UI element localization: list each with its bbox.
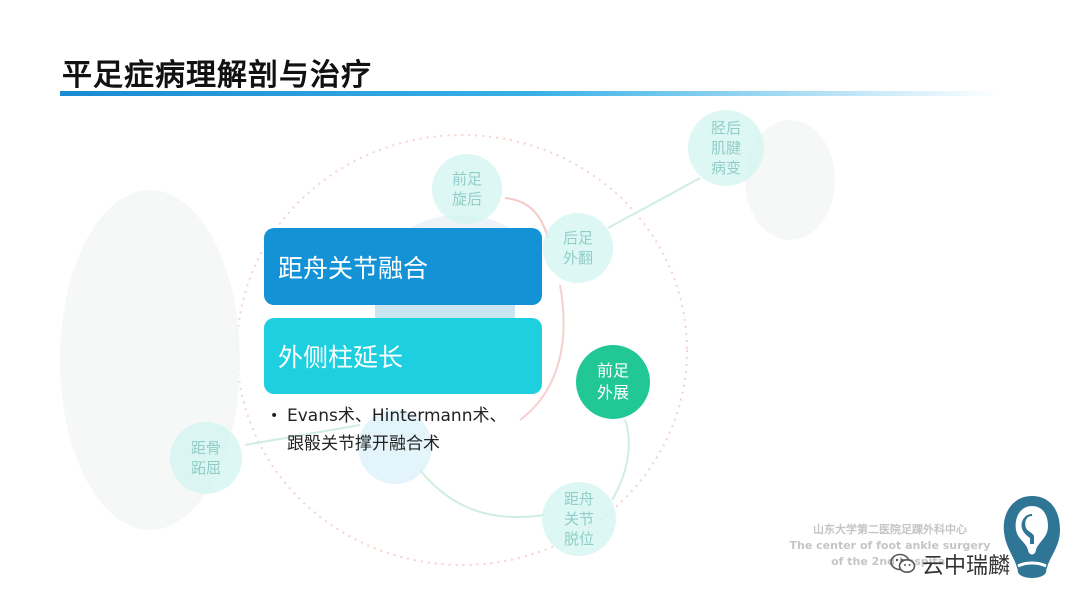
card-talonavicular-fusion: 距舟关节融合 — [264, 228, 542, 305]
footer-institution: 山东大学第二医院足踝外科中心 The center of foot ankle … — [780, 522, 1000, 570]
card-lateral-column-lengthening: 外侧柱延长 — [264, 318, 542, 394]
wechat-icon — [890, 553, 916, 573]
footer-line-2: The center of foot ankle surgery — [789, 539, 991, 552]
slide-title: 平足症病理解剖与治疗 — [62, 58, 372, 93]
node-forefoot-abduction: 前足 外展 — [576, 345, 650, 419]
bullet-line-1: Evans术、Hintermann术、 — [287, 406, 507, 426]
node-tibialis-posterior: 胫后 肌腱 病变 — [688, 110, 764, 186]
bullet-dot: • — [270, 408, 279, 424]
hospital-logo-icon — [1003, 496, 1060, 578]
card-peek-band — [375, 305, 515, 318]
footer-line-1: 山东大学第二医院足踝外科中心 — [813, 523, 967, 536]
node-hindfoot-valgus: 后足 外翻 — [543, 213, 613, 283]
wechat-account-name: 云中瑞麟 — [922, 554, 1011, 579]
bullet-line-2: 跟骰关节撑开融合术 — [287, 434, 440, 454]
node-center-faded — [358, 410, 432, 484]
node-talus-plantarflex: 距骨 跖屈 — [170, 422, 242, 494]
footer-line-3: of the 2nd hospital — [831, 555, 949, 568]
node-talonavicular: 距舟 关节 脱位 — [542, 482, 616, 556]
wechat-watermark: 云中瑞麟 — [890, 548, 1010, 580]
bullet-procedures: • Evans术、Hintermann术、 跟骰关节撑开融合术 — [270, 402, 570, 458]
title-underline — [60, 91, 1000, 96]
node-forefoot-supination: 前足 旋后 — [432, 154, 502, 224]
